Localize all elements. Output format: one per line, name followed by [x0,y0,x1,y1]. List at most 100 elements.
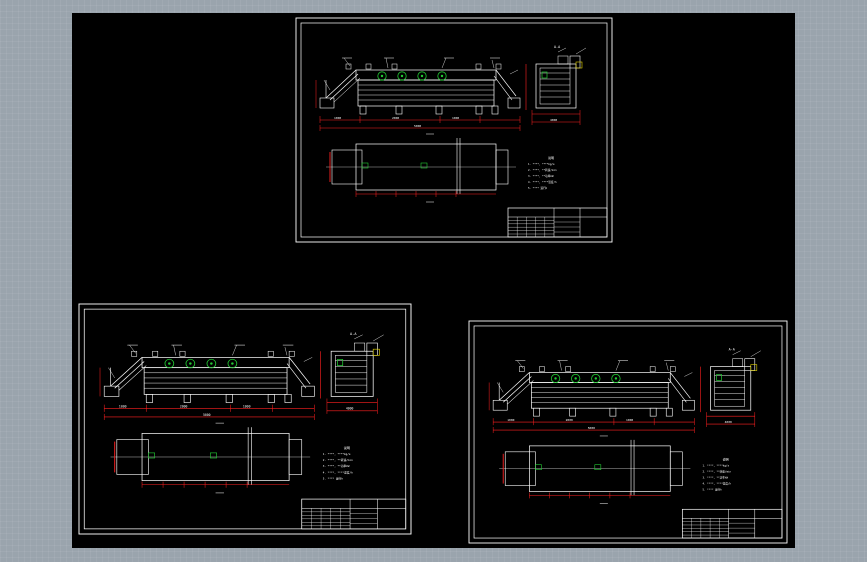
notes-line: 3. ****, **功率kW [702,476,728,480]
leader-line [385,57,389,69]
notes-line: 1. ****, ****kg/s [702,464,729,468]
sheet-outer-frame [295,17,613,243]
drive-motor [519,366,525,372]
fan-symbol [397,71,407,81]
dimension-text: 4000 [550,118,557,122]
title-block-frame [681,508,783,539]
drive-motor [475,63,482,70]
fan-hub [400,74,404,78]
notes-title: 说明 [548,155,554,160]
leader-line [615,360,621,371]
drive-motor [539,366,545,372]
notes-line: 4. ****, ****温度/h [323,470,353,474]
drive-motor [179,350,186,357]
incline-belt [498,372,530,401]
section-inner [335,355,368,393]
incline-belt [118,365,147,391]
fan-hub [614,377,618,380]
fan-hub [594,377,598,380]
leader-line [323,79,331,91]
leader-line [343,57,351,67]
dimension-text: 1000 [626,418,633,422]
discharge-chute [288,357,311,385]
notes-line: 5. **** 运行h [323,477,344,481]
drive-motor [267,350,274,357]
leader-line [684,372,693,377]
support-leg [145,394,153,403]
discharge-chute [286,363,307,389]
fan-symbol [437,71,447,81]
sheet-outer-frame [468,320,788,544]
section-view: A-A 4000 [700,348,761,428]
leader-line [491,59,495,69]
section-label: A-A [729,348,735,352]
drive-motor [131,350,138,357]
leader-line [373,334,384,342]
support-leg [609,407,617,417]
dimension-text: 2000 [392,116,399,120]
dimension-text: 4000 [346,407,354,411]
plan-view [326,133,516,203]
section-label: A-A [350,332,357,336]
feed-hopper [103,385,120,397]
sheet-inner-frame [300,22,608,238]
dryer-body [531,382,669,409]
fan-symbol [185,358,196,369]
support-leg [649,407,657,417]
fan-hub [380,74,384,78]
plan-view [110,422,311,494]
dimension-text: 5000 [414,124,421,128]
support-leg [267,394,275,403]
plan-fan-marker [594,464,602,470]
fan-symbol [164,358,175,369]
leader-line [575,47,587,55]
dimension-text: 2000 [566,418,573,422]
support-leg [475,105,483,115]
dimension-text: 4000 [725,420,732,424]
support-leg [435,105,443,115]
dimension-text: 5000 [588,426,595,430]
leader-line [497,382,504,393]
section-inner [714,370,745,407]
notes-line: 2. ****, **转速/min [702,470,731,474]
fan-hub [168,362,171,365]
plan-view [499,435,691,504]
drive-motor [670,366,676,372]
dimension-text: 1000 [243,405,251,409]
notes-title: 说明 [344,445,350,450]
fan-symbol [206,358,217,369]
sheet-inner-frame [83,308,407,530]
title-block-frame [301,498,407,530]
discharge-chute [668,378,687,403]
drive-motor [152,350,159,357]
plan-fan-marker [420,162,428,169]
fan-hub [440,74,444,78]
support-leg [359,105,367,115]
fan-symbol [227,358,238,369]
section-view: A-A 4000 [320,332,384,414]
fan-symbol [417,71,427,81]
notes-line: 1. ****, ****kg/s [323,452,351,456]
fan-symbol [550,373,561,384]
support-leg [533,407,540,417]
fan-hub [574,377,577,380]
feed-hopper [492,399,508,411]
section-motor [575,61,583,69]
notes-line: 1. ****, ****kg/s [528,162,555,166]
discharge-box [682,399,695,411]
leader-line [557,47,567,53]
leader-line [732,350,741,355]
dimension-text: 1000 [334,116,341,120]
leader-line [509,69,519,75]
leader-line [666,362,669,371]
incline-belt [110,357,143,387]
